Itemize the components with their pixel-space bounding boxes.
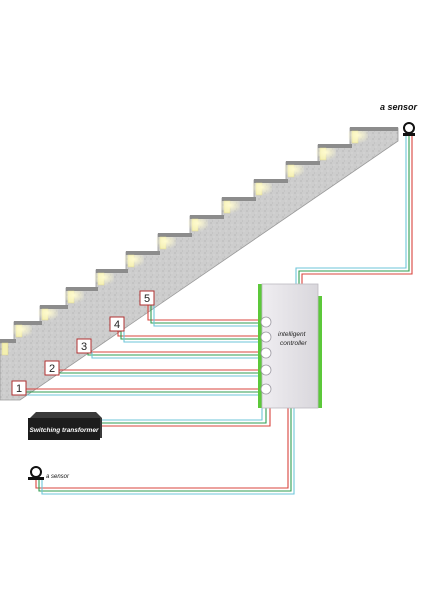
step-number-1: 1 bbox=[16, 383, 22, 395]
step-badge-3: 3 bbox=[76, 338, 92, 354]
sensor-top: a sensor bbox=[380, 102, 418, 136]
step-number-badges: 1 2 3 4 5 bbox=[11, 290, 155, 396]
switching-transformer: Switching transformer bbox=[28, 412, 102, 440]
staircase bbox=[0, 127, 399, 401]
wire-bottom-sensor bbox=[35, 408, 295, 495]
controller-ports bbox=[260, 316, 272, 395]
sensor-icon bbox=[28, 466, 44, 480]
step-badge-2: 2 bbox=[44, 360, 60, 376]
controller-label-line1: intelligent bbox=[278, 331, 307, 338]
led-light-icon bbox=[64, 290, 84, 305]
sensor-icon bbox=[403, 122, 415, 136]
step-badge-4: 4 bbox=[109, 316, 125, 332]
step-badge-5: 5 bbox=[139, 290, 155, 306]
sensor-bottom: a sensor bbox=[28, 466, 70, 480]
wire-step-2 bbox=[51, 369, 262, 377]
step-number-3: 3 bbox=[81, 341, 87, 353]
step-badge-1: 1 bbox=[11, 380, 27, 396]
controller-label-line2: controller bbox=[280, 340, 308, 347]
led-light-icon-group bbox=[1, 130, 368, 356]
led-light-icon bbox=[284, 164, 304, 179]
led-light-icon bbox=[252, 182, 272, 197]
led-light-icon bbox=[1, 342, 9, 356]
wire-step-5 bbox=[147, 303, 262, 327]
led-light-icon bbox=[348, 130, 368, 145]
led-light-icon bbox=[94, 272, 114, 287]
wire-step-1 bbox=[26, 388, 262, 396]
sensor-top-label: a sensor bbox=[380, 102, 418, 112]
led-light-icon bbox=[156, 236, 176, 251]
led-light-icon bbox=[124, 254, 144, 269]
step-number-5: 5 bbox=[144, 293, 150, 305]
transformer-label: Switching transformer bbox=[30, 427, 99, 434]
sensor-bottom-label: a sensor bbox=[46, 474, 70, 480]
svg-text:controller: controller bbox=[280, 340, 308, 347]
stair-treads bbox=[0, 127, 398, 343]
wire-step-4 bbox=[117, 330, 262, 343]
wire-transformer bbox=[102, 408, 271, 427]
led-light-icon bbox=[316, 147, 336, 162]
led-light-icon bbox=[220, 200, 240, 215]
led-light-icon bbox=[12, 324, 32, 339]
intelligent-controller: intelligent controller bbox=[258, 283, 322, 409]
step-number-4: 4 bbox=[114, 319, 120, 331]
led-light-icon bbox=[188, 218, 208, 233]
led-light-icon bbox=[38, 308, 58, 322]
wire-top-sensor bbox=[295, 136, 413, 284]
step-number-2: 2 bbox=[49, 363, 55, 375]
wire-step-3 bbox=[84, 351, 262, 359]
svg-text:intelligent: intelligent bbox=[278, 331, 307, 338]
